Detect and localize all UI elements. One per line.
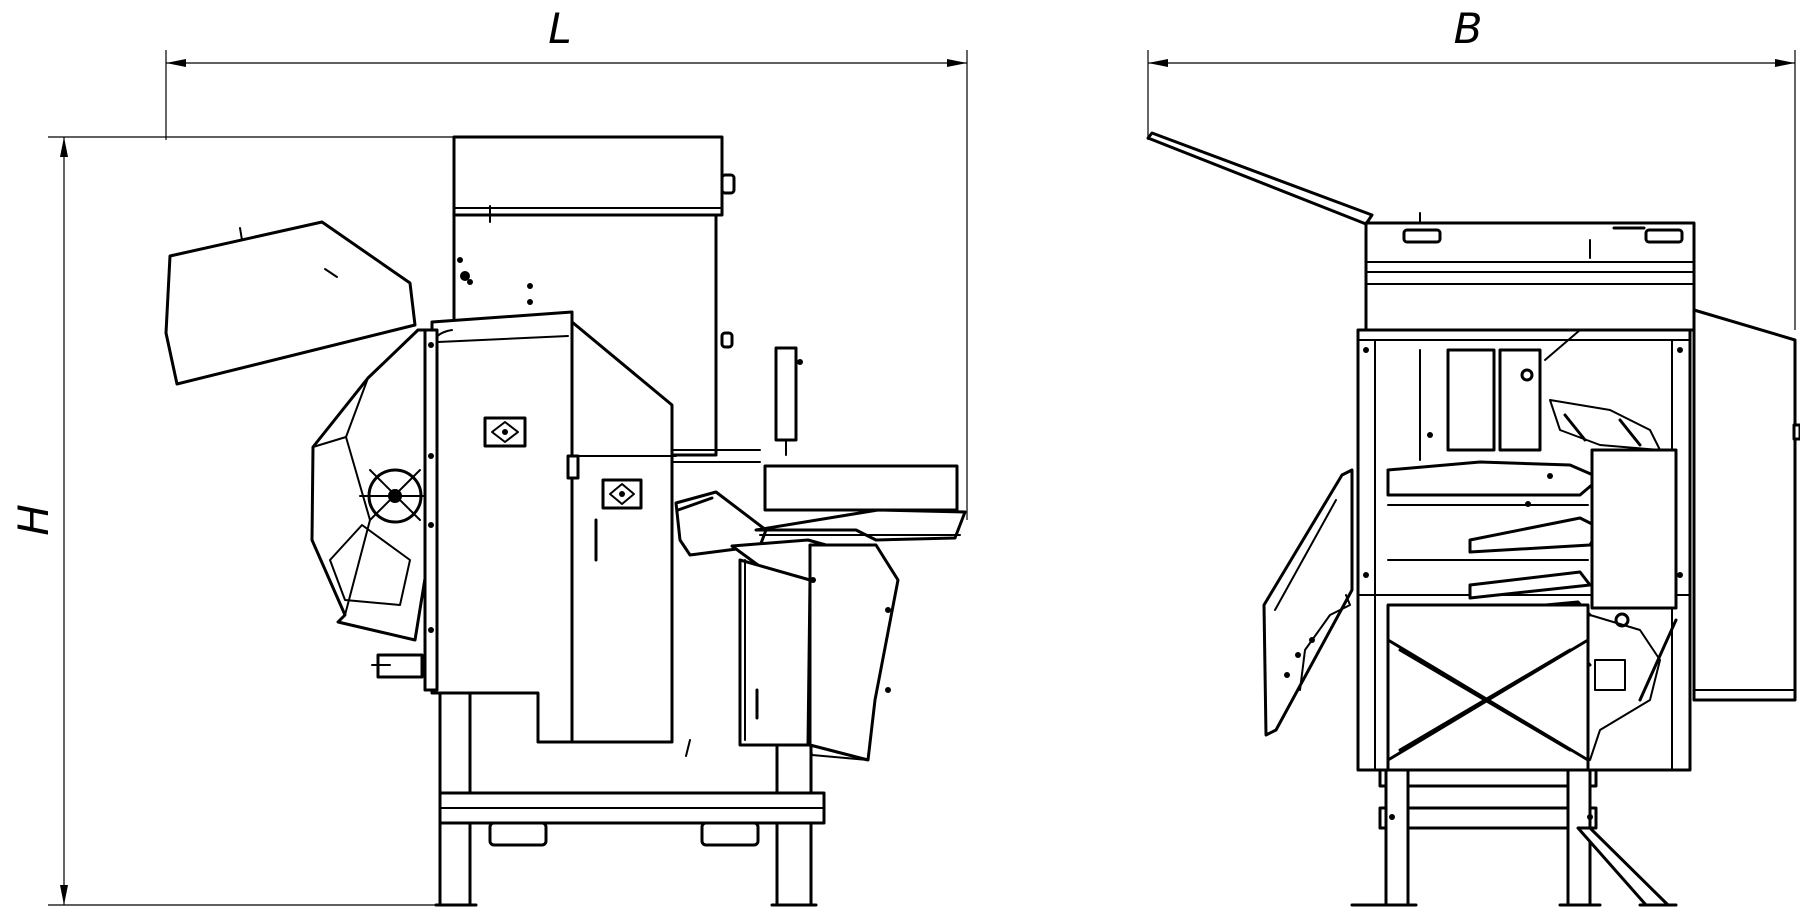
front-view-open-lid bbox=[1146, 131, 1374, 226]
side-view-main-body bbox=[423, 310, 574, 744]
dimension-label-length: L bbox=[548, 4, 571, 53]
dimension-height: H bbox=[9, 136, 455, 906]
side-view-output-section bbox=[674, 464, 967, 762]
dimension-width: B bbox=[1147, 4, 1796, 330]
dimension-label-height: H bbox=[9, 504, 58, 536]
side-view-legs bbox=[434, 688, 826, 907]
side-view-hopper-lid bbox=[164, 220, 417, 386]
front-view-open-door bbox=[1262, 468, 1354, 737]
front-view-right-mechanism bbox=[1549, 399, 1678, 761]
front-view-stand bbox=[1350, 603, 1678, 907]
front-view-top-housing bbox=[1364, 212, 1800, 702]
side-view-feed-chute bbox=[310, 328, 431, 679]
side-view bbox=[164, 135, 967, 907]
dimension-label-width: B bbox=[1454, 4, 1483, 53]
side-view-middle-body bbox=[566, 320, 761, 744]
side-view-control-box bbox=[774, 346, 803, 456]
dimension-length: L bbox=[165, 4, 968, 520]
front-view bbox=[1146, 131, 1800, 907]
